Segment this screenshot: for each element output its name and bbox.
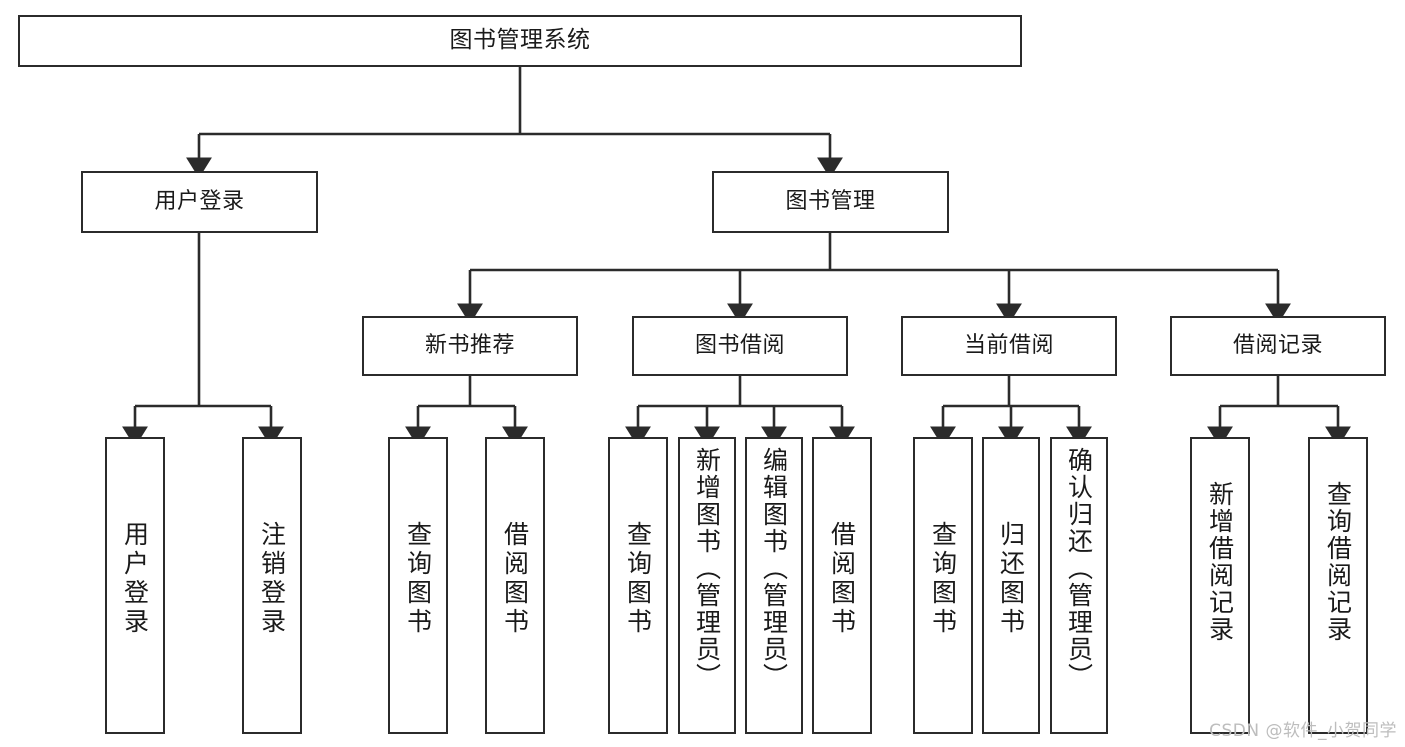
node-label: 编辑图书（管理员） <box>759 447 789 690</box>
node-label: 用户登录 <box>154 189 245 215</box>
leaf-current-return-book[interactable]: 归还图书 <box>982 437 1040 734</box>
node-label: 借阅图书 <box>827 521 857 637</box>
node-label: 用户登录 <box>120 521 150 637</box>
node-label: 当前借阅 <box>963 333 1054 359</box>
node-label: 新书推荐 <box>424 333 515 359</box>
node-label: 借阅图书 <box>500 521 530 637</box>
node-label: 新增借阅记录 <box>1205 481 1235 643</box>
node-label: 新增图书（管理员） <box>692 447 722 690</box>
leaf-user-login-login[interactable]: 用户登录 <box>105 437 165 734</box>
node-label: 图书借阅 <box>694 333 785 359</box>
node-label: 查询图书 <box>403 521 433 637</box>
node-borrow-record[interactable]: 借阅记录 <box>1170 316 1386 376</box>
node-book-management[interactable]: 图书管理 <box>712 171 949 233</box>
node-label: 注销登录 <box>257 521 287 637</box>
node-current-borrow[interactable]: 当前借阅 <box>901 316 1117 376</box>
leaf-borrow-query-book[interactable]: 查询图书 <box>608 437 668 734</box>
node-label: 确认归还（管理员） <box>1064 447 1094 690</box>
node-label: 查询图书 <box>928 521 958 637</box>
node-label: 借阅记录 <box>1232 333 1323 359</box>
leaf-user-login-logout[interactable]: 注销登录 <box>242 437 302 734</box>
node-root-system[interactable]: 图书管理系统 <box>18 15 1022 67</box>
node-label: 图书管理 <box>785 189 876 215</box>
leaf-current-confirm-return-admin[interactable]: 确认归还（管理员） <box>1050 437 1108 734</box>
node-book-borrow[interactable]: 图书借阅 <box>632 316 848 376</box>
node-user-login[interactable]: 用户登录 <box>81 171 318 233</box>
node-label: 查询图书 <box>623 521 653 637</box>
leaf-record-query-record[interactable]: 查询借阅记录 <box>1308 437 1368 734</box>
node-new-book-recommend[interactable]: 新书推荐 <box>362 316 578 376</box>
leaf-borrow-borrow-book[interactable]: 借阅图书 <box>812 437 872 734</box>
node-label: 归还图书 <box>996 521 1026 637</box>
node-label: 查询借阅记录 <box>1323 481 1353 643</box>
leaf-recommend-borrow-book[interactable]: 借阅图书 <box>485 437 545 734</box>
node-label: 图书管理系统 <box>449 27 591 54</box>
leaf-borrow-edit-book-admin[interactable]: 编辑图书（管理员） <box>745 437 803 734</box>
leaf-record-add-record[interactable]: 新增借阅记录 <box>1190 437 1250 734</box>
leaf-borrow-add-book-admin[interactable]: 新增图书（管理员） <box>678 437 736 734</box>
leaf-recommend-query-book[interactable]: 查询图书 <box>388 437 448 734</box>
leaf-current-query-book[interactable]: 查询图书 <box>913 437 973 734</box>
watermark-text: CSDN @软件_小贺同学 <box>1209 721 1397 741</box>
